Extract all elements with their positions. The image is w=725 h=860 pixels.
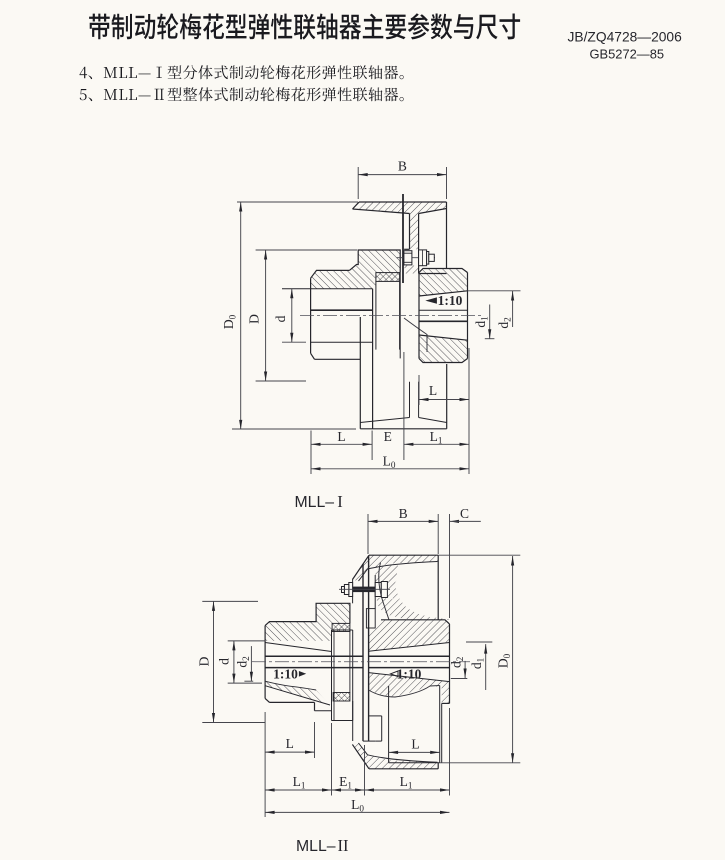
svg-text:D: D xyxy=(247,314,262,324)
svg-text:d1: d1 xyxy=(469,657,486,669)
svg-text:D: D xyxy=(196,656,211,666)
svg-text:d2: d2 xyxy=(496,317,513,329)
svg-text:d: d xyxy=(217,658,232,665)
svg-text:d1: d1 xyxy=(473,316,490,328)
svg-text:L: L xyxy=(411,737,419,752)
svg-text:C: C xyxy=(460,506,469,521)
svg-text:L: L xyxy=(286,736,294,751)
svg-text:GB5272—85: GB5272—85 xyxy=(590,47,665,62)
svg-text:d2: d2 xyxy=(448,656,465,668)
svg-text:d2: d2 xyxy=(235,656,252,668)
svg-text:1:10: 1:10 xyxy=(273,666,298,681)
svg-text:MLL–: MLL– xyxy=(295,494,335,511)
svg-text:B: B xyxy=(398,159,407,174)
svg-text:II: II xyxy=(338,836,349,855)
svg-text:E: E xyxy=(384,429,392,444)
svg-text:1:10: 1:10 xyxy=(397,666,422,681)
svg-text:B: B xyxy=(399,506,408,521)
svg-text:I: I xyxy=(337,492,343,511)
svg-text:JB/ZQ4728—2006: JB/ZQ4728—2006 xyxy=(568,30,683,45)
svg-text:L: L xyxy=(337,429,345,444)
svg-text:MLL–: MLL– xyxy=(296,838,336,855)
svg-text:1:10: 1:10 xyxy=(438,293,463,308)
svg-text:d: d xyxy=(273,315,288,322)
svg-text:L: L xyxy=(429,383,437,398)
